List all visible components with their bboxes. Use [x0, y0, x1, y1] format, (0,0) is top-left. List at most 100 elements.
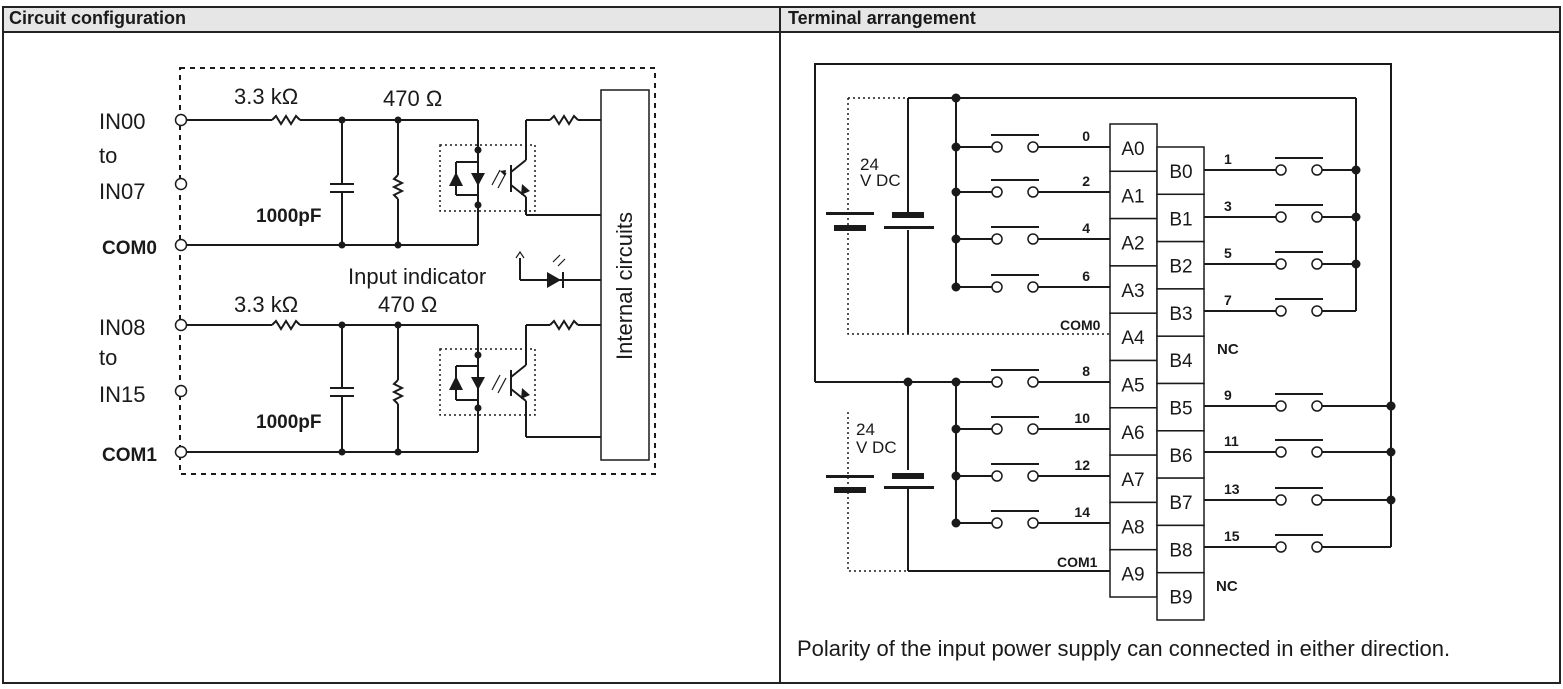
label-input-indicator: Input indicator	[348, 264, 486, 289]
label-resistor-3.3k-lower: 3.3 kΩ	[234, 292, 298, 317]
label-com0-terminal: COM0	[1060, 317, 1101, 333]
input-number-3: 3	[1224, 198, 1232, 214]
resistor-3.3k-upper	[271, 114, 301, 126]
input-number-7: 7	[1224, 292, 1232, 308]
terminal-block-b9	[1156, 571, 1205, 621]
input-number-12: 12	[1074, 457, 1090, 473]
terminal-block-b1	[1156, 193, 1205, 243]
internal-circuits-box	[600, 89, 650, 461]
label-to-upper: to	[99, 143, 117, 168]
header-circuit-configuration: Circuit configuration	[9, 8, 186, 28]
terminal-com1	[174, 445, 188, 459]
label-resistor-3.3k-upper: 3.3 kΩ	[234, 84, 298, 109]
switch-input-4	[991, 226, 1039, 245]
switch-input-1	[1275, 157, 1323, 176]
terminal-label-b4: B4	[1169, 351, 1193, 372]
switch-input-3	[1275, 204, 1323, 223]
battery-upper-plate-a	[826, 212, 874, 215]
switch-input-15	[1275, 534, 1323, 553]
terminal-block-a4	[1109, 312, 1158, 362]
input-number-8: 8	[1082, 363, 1090, 379]
terminal-block-a2	[1109, 217, 1158, 267]
switch-input-6	[991, 274, 1039, 293]
switch-input-13	[1275, 487, 1323, 506]
column-divider	[779, 6, 781, 684]
input-number-1: 1	[1224, 151, 1232, 167]
terminal-label-b8: B8	[1169, 540, 1192, 561]
terminal-block-b3	[1156, 288, 1205, 337]
input-number-4: 4	[1082, 220, 1090, 236]
terminal-label-a0: A0	[1121, 139, 1144, 160]
switch-input-11	[1275, 439, 1323, 458]
terminal-com0	[174, 238, 188, 252]
input-number-15: 15	[1224, 528, 1240, 544]
label-internal-circuits: Internal circuits	[612, 212, 637, 360]
label-nc-upper: NC	[1217, 341, 1239, 358]
input-number-10: 10	[1074, 410, 1090, 426]
label-supply-upper-unit: V DC	[860, 171, 901, 190]
terminal-block-b0	[1156, 146, 1205, 196]
terminal-in08	[174, 318, 188, 332]
label-resistor-470-upper: 470 Ω	[383, 86, 442, 111]
switch-input-5	[1275, 251, 1323, 270]
input-number-11: 11	[1224, 433, 1239, 449]
resistor-3.3k-lower	[271, 319, 301, 331]
terminal-label-b2: B2	[1169, 257, 1192, 278]
terminal-block-a5	[1109, 359, 1158, 409]
input-number-0: 0	[1082, 128, 1090, 144]
terminal-label-a7: A7	[1121, 470, 1144, 491]
label-nc-lower: NC	[1216, 578, 1238, 595]
resistor-470-upper	[391, 174, 405, 200]
input-number-13: 13	[1224, 481, 1240, 497]
label-supply-lower-voltage: 24	[856, 420, 875, 439]
terminal-label-a6: A6	[1121, 423, 1144, 444]
terminal-label-a8: A8	[1121, 517, 1144, 538]
label-to-lower: to	[99, 345, 117, 370]
label-capacitor-upper: 1000pF	[256, 206, 321, 227]
label-com1-terminal: COM1	[1057, 554, 1098, 570]
input-number-5: 5	[1224, 245, 1232, 261]
label-in07: IN07	[99, 179, 145, 204]
bottom-border	[2, 682, 1561, 684]
terminal-block-b4	[1156, 335, 1205, 385]
label-capacitor-lower: 1000pF	[256, 412, 321, 433]
terminal-block-a6	[1109, 407, 1158, 456]
terminal-in15	[174, 384, 188, 398]
switch-input-8	[991, 369, 1039, 388]
resistor-470-lower	[391, 379, 405, 405]
terminal-in00	[174, 113, 188, 127]
terminal-block-b8	[1156, 524, 1205, 574]
terminal-block-b7	[1156, 477, 1205, 527]
left-border	[2, 6, 4, 684]
switch-input-2	[991, 179, 1039, 198]
terminal-block-b2	[1156, 240, 1205, 290]
terminal-label-b3: B3	[1169, 304, 1192, 325]
input-number-6: 6	[1082, 268, 1090, 284]
switch-input-10	[991, 416, 1039, 435]
switch-input-14	[991, 510, 1039, 529]
terminal-label-a3: A3	[1121, 281, 1144, 302]
switch-input-9	[1275, 393, 1323, 412]
terminal-label-a4: A4	[1121, 328, 1145, 349]
label-com1: COM1	[102, 445, 157, 466]
terminal-in07	[174, 177, 188, 191]
terminal-label-a1: A1	[1121, 186, 1144, 207]
terminal-label-b7: B7	[1169, 493, 1192, 514]
label-resistor-470-lower: 470 Ω	[378, 292, 437, 317]
switch-input-0	[991, 134, 1039, 153]
terminal-label-b0: B0	[1169, 162, 1192, 183]
terminal-label-a9: A9	[1121, 565, 1144, 586]
terminal-block-b6	[1156, 430, 1205, 479]
switch-input-12	[991, 463, 1039, 482]
input-number-9: 9	[1224, 387, 1232, 403]
terminal-label-a5: A5	[1121, 376, 1144, 397]
terminal-label-b9: B9	[1169, 588, 1192, 609]
label-in08: IN08	[99, 315, 145, 340]
label-supply-upper-voltage: 24	[860, 155, 879, 174]
terminal-label-b1: B1	[1169, 209, 1192, 230]
terminal-label-a2: A2	[1121, 234, 1144, 255]
terminal-label-b5: B5	[1169, 399, 1192, 420]
